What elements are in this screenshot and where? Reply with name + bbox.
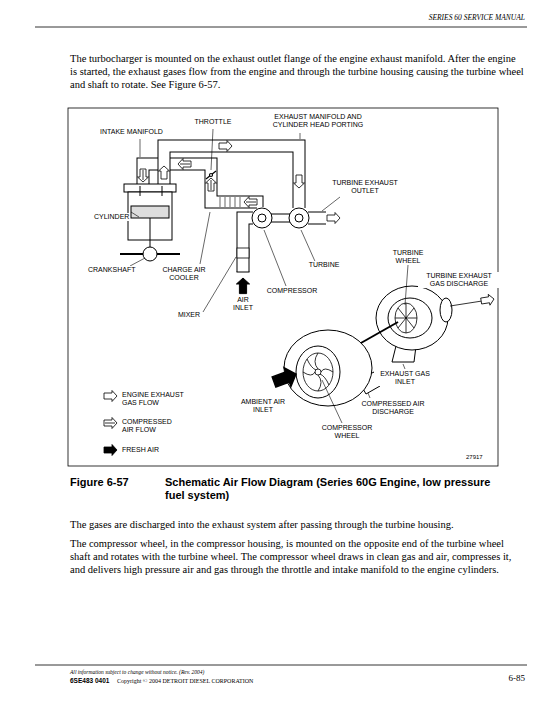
running-header: SERIES 60 SERVICE MANUAL	[300, 13, 525, 22]
copyright: Copyright © 2004 DETROIT DIESEL CORPORAT…	[117, 678, 253, 684]
figure-number: 27917	[466, 454, 483, 460]
figure-caption: Schematic Air Flow Diagram (Series 60G E…	[165, 476, 495, 502]
discharge-arrow	[480, 294, 495, 307]
header-rule	[35, 27, 527, 28]
part-label: THROTTLE	[188, 118, 238, 126]
body-paragraph: The compressor wheel, in the compressor …	[70, 537, 525, 576]
part-label: AMBIENT AIR INLET	[236, 398, 290, 414]
mixer	[237, 248, 249, 258]
part-label: EXHAUST MANIFOLD AND CYLINDER HEAD PORTI…	[262, 113, 374, 129]
part-label: COMPRESSOR	[262, 287, 322, 295]
part-label: CRANKSHAFT	[88, 266, 135, 274]
legend-text: COMPRESSED AIR FLOW	[122, 418, 174, 434]
body-paragraph: The gases are discharged into the exhaus…	[70, 518, 525, 531]
footer-note: All information subject to change withou…	[70, 669, 204, 675]
page-number: 6-85	[470, 673, 525, 683]
figure-label: Figure 6-57	[70, 476, 129, 489]
part-label: COMPRESSOR WHEEL	[318, 424, 376, 440]
part-label: MIXER	[176, 311, 202, 319]
part-label: TURBINE EXHAUST GAS DISCHARGE	[418, 272, 500, 288]
turbocharger-schematic	[252, 208, 309, 228]
legend-text: FRESH AIR	[122, 446, 159, 454]
legend-exhaust-sample	[104, 391, 117, 402]
compressor-housing	[284, 330, 380, 406]
turbine-housing	[376, 286, 452, 362]
ambient-air-arrow	[271, 365, 300, 392]
charge-air-cooler-fins	[220, 197, 240, 207]
cylinder	[120, 184, 180, 261]
leader-lines	[130, 129, 408, 423]
part-label: COMPRESSED AIR DISCHARGE	[358, 400, 428, 416]
body-paragraph: The turbocharger is mounted on the exhau…	[70, 52, 525, 91]
compressor-wheel	[303, 353, 333, 391]
part-label: INTAKE MANIFOLD	[100, 128, 163, 136]
turbine-wheel	[395, 303, 417, 333]
footer-rule	[35, 665, 527, 666]
document-number: 6SE483 0401	[70, 677, 109, 684]
part-label: TURBINE WHEEL	[383, 249, 433, 265]
part-label: EXHAUST GAS INLET	[374, 370, 436, 386]
part-label: AIR INLET	[228, 296, 258, 312]
part-label: TURBINE EXHAUST OUTLET	[325, 179, 405, 195]
legend-fresh-air-sample	[104, 445, 117, 456]
part-label: CYLINDER	[94, 213, 129, 221]
legend-compressed-sample	[104, 418, 117, 429]
part-label: TURBINE	[304, 261, 344, 269]
flow-arrows	[138, 141, 341, 294]
part-label: CHARGE AIR COOLER	[158, 266, 210, 282]
discharge-line	[450, 301, 482, 306]
legend-text: ENGINE EXHAUST GAS FLOW	[122, 391, 192, 407]
